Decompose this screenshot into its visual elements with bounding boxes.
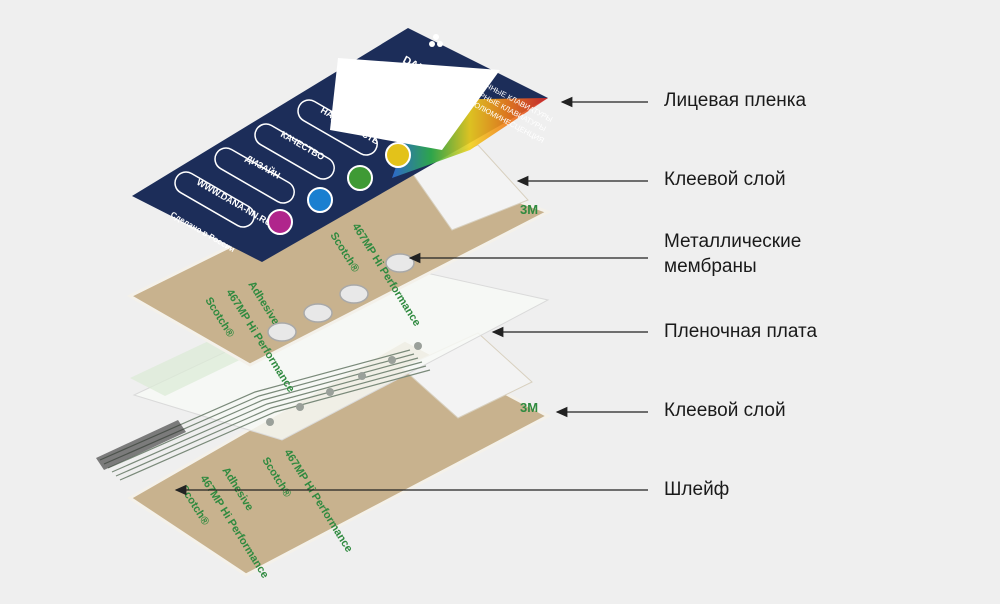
- callout-arrows: [174, 96, 648, 496]
- label-face-film: Лицевая пленка: [664, 90, 807, 111]
- display-window: [330, 58, 500, 150]
- key-buttons: [174, 99, 378, 228]
- metal-domes: [267, 253, 415, 342]
- ribbon-connector: [96, 420, 186, 470]
- tape-3m-logo-top: 3M: [520, 202, 538, 217]
- label-adhesive-top: Клеевой слой: [664, 169, 786, 190]
- key-caps: [267, 142, 411, 235]
- label-ribbon: Шлейф: [664, 479, 730, 500]
- face-film-layer: DANA ПЛЕНОЧНЫЕ КЛАВИАТУРЫ СЕНСОРНЫЕ КЛАВ…: [132, 28, 554, 262]
- label-adhesive-bottom: Клеевой слой: [664, 400, 786, 421]
- adhesive-layer-bottom: Scotch® 467MP Hi Performance Adhesive Sc…: [127, 332, 552, 581]
- label-metal-domes-line1: Металлические: [664, 231, 802, 252]
- film-board-layer: [96, 267, 550, 481]
- label-metal-domes-line2: мембраны: [664, 256, 757, 277]
- label-film-board: Пленочная плата: [664, 321, 818, 342]
- tape-3m-logo-bottom: 3M: [520, 400, 538, 415]
